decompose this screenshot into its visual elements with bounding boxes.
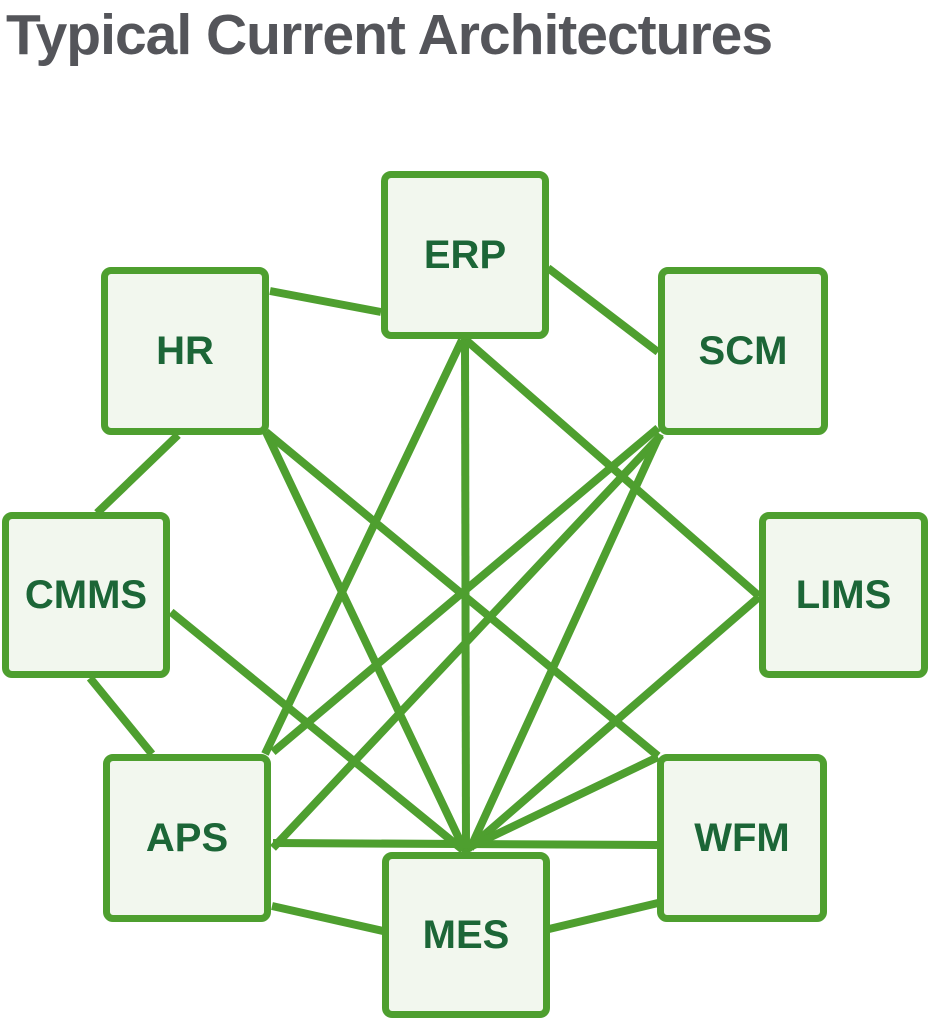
connection-erp-scm — [545, 264, 661, 356]
system-node-hr: HR — [101, 267, 269, 435]
connection-hr-mes — [262, 430, 468, 851]
system-node-cmms: CMMS — [2, 512, 170, 678]
system-node-label-mes: MES — [422, 912, 510, 957]
connection-aps-wfm — [272, 839, 658, 849]
system-node-wfm: WFM — [657, 754, 827, 922]
connection-scm-aps — [270, 432, 664, 851]
connection-wfm-mes — [548, 899, 659, 933]
connection-cmms-aps — [86, 675, 156, 757]
connection-lims-mes — [465, 593, 762, 853]
system-node-label-aps: APS — [145, 815, 229, 860]
system-node-label-hr: HR — [156, 328, 214, 373]
system-node-label-lims: LIMS — [795, 572, 892, 617]
system-node-label-wfm: WFM — [694, 815, 790, 860]
connection-hr-erp — [269, 287, 382, 316]
system-node-lims: LIMS — [759, 512, 928, 678]
connection-wfm-mes — [470, 753, 660, 850]
system-node-mes: MES — [382, 852, 550, 1018]
connection-aps-mes — [271, 902, 384, 935]
connection-scm-mes — [466, 432, 664, 851]
system-node-aps: APS — [103, 754, 271, 922]
system-node-label-cmms: CMMS — [24, 572, 148, 617]
connection-scm-aps — [270, 424, 661, 756]
system-node-erp: ERP — [381, 171, 549, 339]
system-node-label-scm: SCM — [698, 328, 788, 373]
system-node-label-erp: ERP — [423, 232, 507, 277]
system-node-scm: SCM — [658, 267, 828, 435]
connection-hr-cmms — [94, 432, 181, 516]
connection-erp-aps — [261, 338, 466, 756]
connection-cmms-mes — [168, 608, 466, 854]
page-title: Typical Current Architectures — [6, 3, 773, 67]
